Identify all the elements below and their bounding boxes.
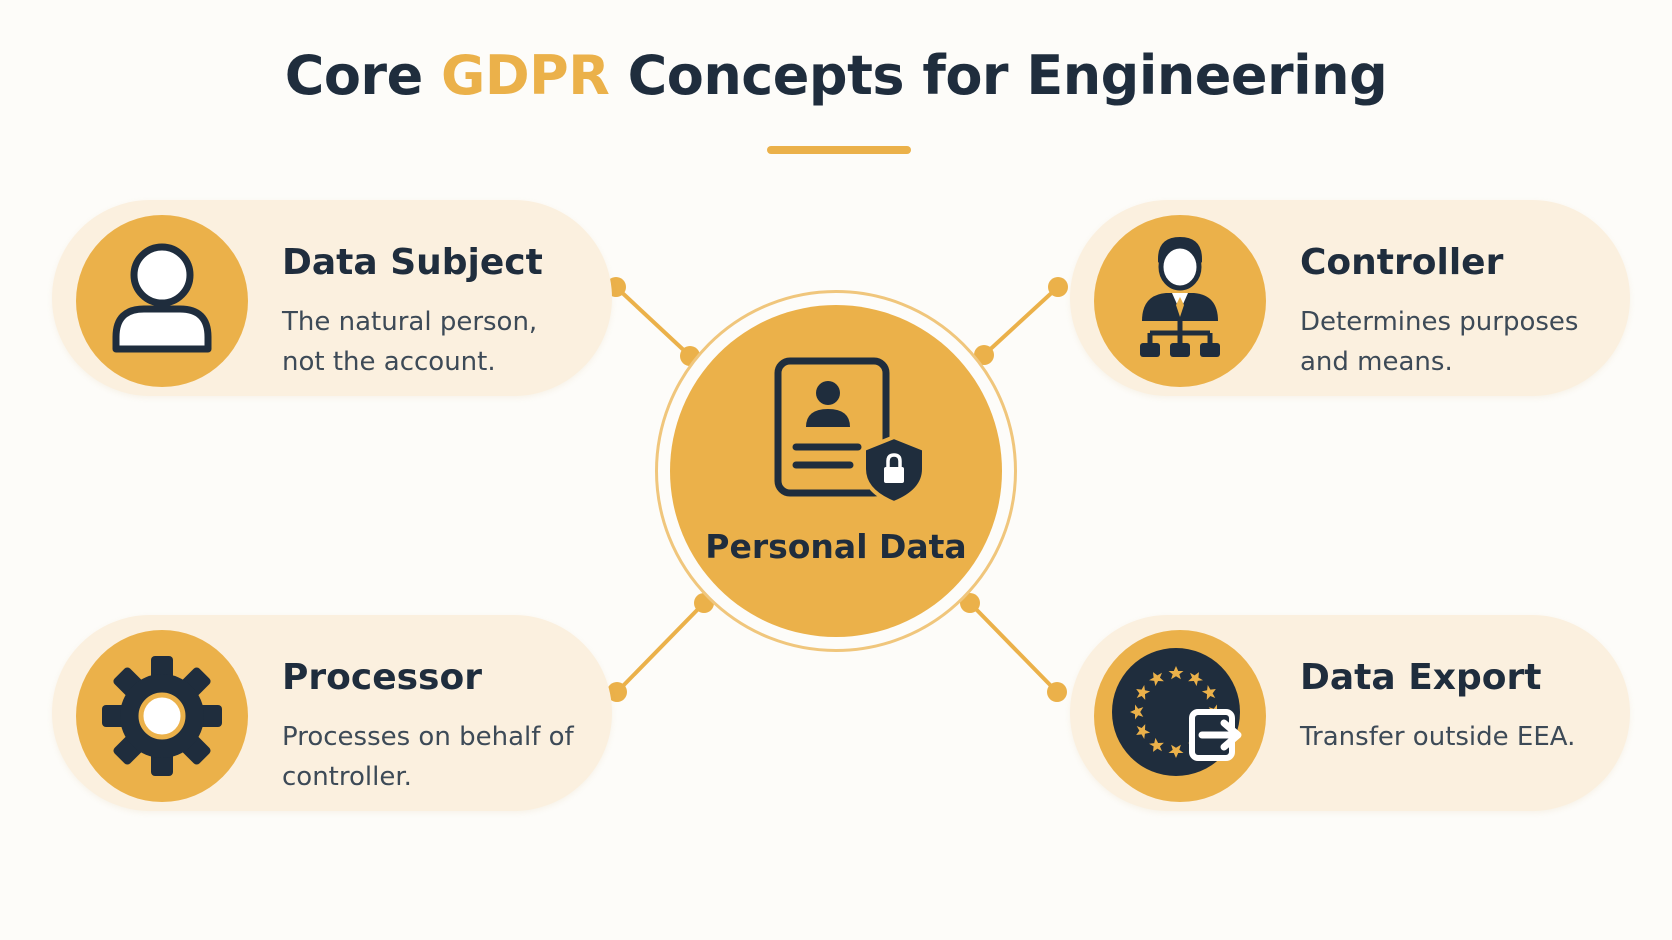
document-shield-lock-icon [774,357,926,505]
concept-description: Transfer outside EEA. [1300,722,1576,752]
title-prefix: Core [284,44,441,107]
icon-circle [76,215,248,387]
concept-description: Processes on behalf of controller. [282,722,574,792]
connector-dot [607,682,627,702]
concept-card-data-subject: Data Subject The natural person, not the… [52,200,612,396]
title-accent: GDPR [441,44,610,107]
gear-icon [102,656,222,776]
concept-card-data-export: Data Export Transfer outside EEA. [1070,615,1630,811]
concept-description: Determines purposes and means. [1300,307,1579,377]
center-hub: Personal Data [670,305,1002,637]
connector-processor [615,601,706,694]
connector-data-subject [614,285,692,358]
connector-data-export [968,601,1059,694]
concept-heading: Processor [282,657,482,698]
icon-circle [1094,630,1266,802]
connector-controller [982,285,1060,357]
connector-dot [960,593,980,613]
title-suffix: Concepts for Engineering [609,44,1388,107]
page-title: Core GDPR Concepts for Engineering [0,44,1672,107]
concept-card-controller: Controller Determines purposes and means… [1070,200,1630,396]
connector-dot [1048,277,1068,297]
concept-description: The natural person, not the account. [282,307,538,377]
icon-circle [1094,215,1266,387]
concept-card-processor: Processor Processes on behalf of control… [52,615,612,811]
person-icon [112,243,212,353]
title-underline [767,146,911,154]
center-label: Personal Data [705,527,967,566]
connector-dot [1047,682,1067,702]
icon-circle [76,630,248,802]
concept-heading: Controller [1300,242,1504,283]
concept-heading: Data Subject [282,242,543,283]
eu-flag-export-icon [1112,648,1242,776]
concept-heading: Data Export [1300,657,1542,698]
manager-hierarchy-icon [1140,237,1220,357]
